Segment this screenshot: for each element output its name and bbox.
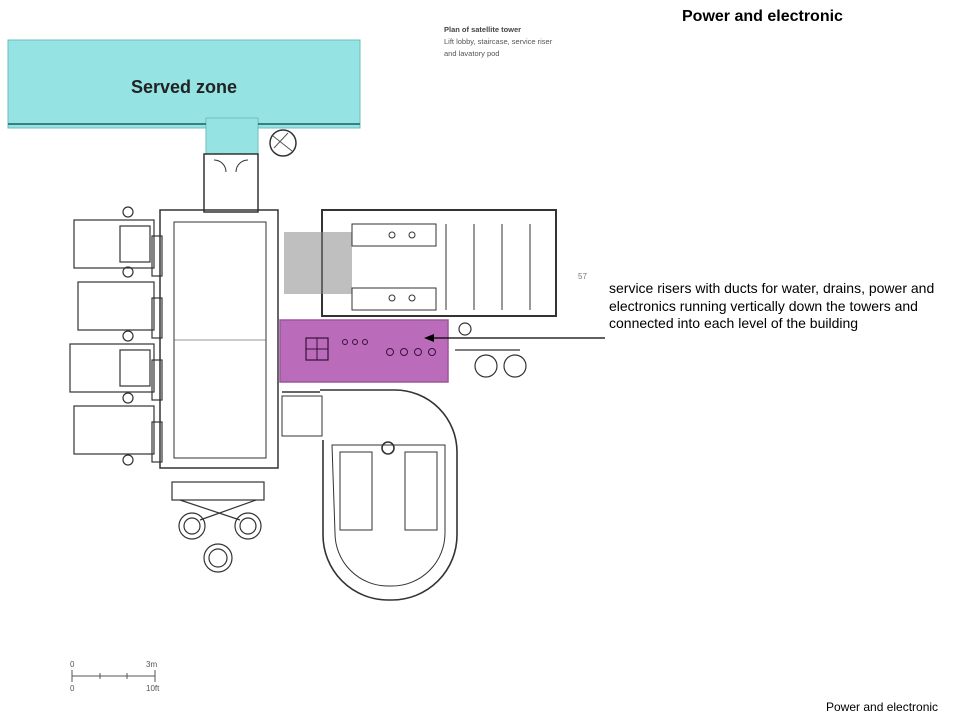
- served-zone-area: [7, 39, 361, 155]
- lobby-base-structure: [171, 481, 265, 573]
- plan-caption-line-2: and lavatory pod: [444, 49, 500, 58]
- service-riser-highlight: [279, 319, 449, 383]
- scale-bar: [71, 670, 156, 682]
- riser-annotation-arrow: [424, 334, 605, 342]
- structural-column: [269, 129, 297, 157]
- scale-imperial-end: 10ft: [146, 684, 160, 693]
- scale-metric-zero: 0: [70, 660, 75, 669]
- riser-cable-reels: [455, 322, 527, 378]
- scale-imperial-zero: 0: [70, 684, 75, 693]
- served-zone-label: Served zone: [131, 77, 238, 97]
- staircase: [281, 389, 458, 601]
- scale-metric-end: 3m: [146, 660, 158, 669]
- lift-cars: [69, 206, 163, 466]
- plan-caption-line-1: Lift lobby, staircase, service riser: [444, 37, 553, 46]
- slide-footer: Power and electronic: [826, 700, 939, 714]
- plan-sheet-number: 57: [578, 272, 587, 281]
- plan-caption: Plan of satellite tower Lift lobby, stai…: [444, 24, 594, 60]
- lavatory-pod: [284, 209, 557, 317]
- lift-lobby: [159, 153, 279, 469]
- riser-annotation-text: service risers with ducts for water, dra…: [609, 280, 935, 331]
- slide-title: Power and electronic: [682, 8, 843, 25]
- plan-caption-title: Plan of satellite tower: [444, 25, 522, 34]
